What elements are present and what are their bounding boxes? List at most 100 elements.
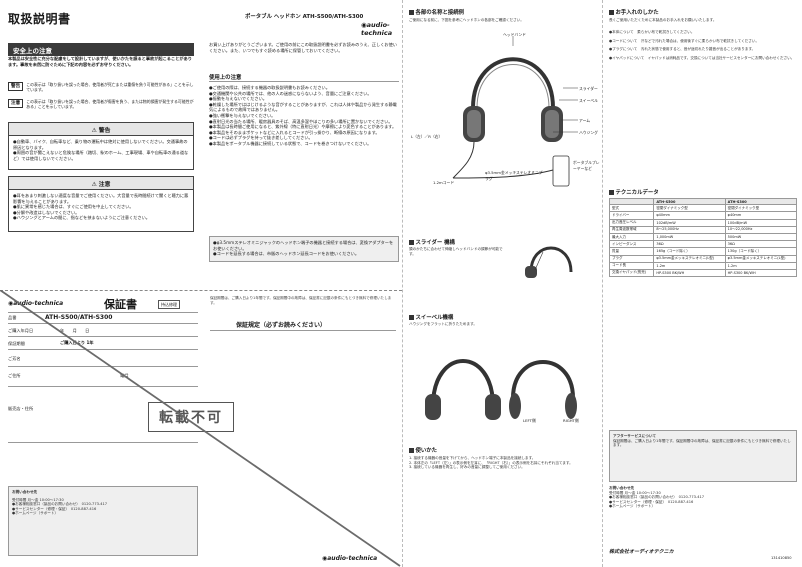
contact-hours: 受付時間 月〜金 10:00〜17:30 — [609, 490, 661, 495]
divider — [8, 312, 198, 313]
warranty-contact-title: お問い合わせ先 — [12, 490, 38, 494]
contact-block: お問い合わせ先 受付時間 月〜金 10:00〜17:30 ●お客様相談窓口（製品… — [609, 486, 797, 509]
shop-label: 販売店・住所 — [8, 406, 34, 411]
divider — [8, 336, 198, 337]
legend-warning-text: この表示は「取り扱いを誤った場合、使用者が死亡または重傷を負う可能性がある」こと… — [26, 82, 194, 92]
usage-item: ●本製品をそのままポケットなどに入れるとコードが引っ掛かり、断線の原因になります… — [209, 129, 380, 135]
warranty-title: 保証書 — [104, 298, 137, 311]
legend-warning: 警告 この表示は「取り扱いを誤った場合、使用者が死亡または重傷を負う可能性がある… — [8, 82, 194, 92]
parts-title: 各部の名称と接続例 — [409, 8, 464, 16]
usage-item: ●本製品は長時間ご使用になると、紫外線（特に直射日光）や摩擦により変色することが… — [209, 124, 397, 130]
howto-step: 1. 接続する機器の音量を下げてから、ヘッドホン端子に本製品を接続します。 — [409, 456, 536, 460]
divider — [8, 442, 198, 443]
safety-band: 安全上の注意 — [8, 43, 194, 56]
spec-key: 型式 — [608, 204, 655, 213]
spec-value: 8〜25,000Hz — [653, 225, 726, 234]
address-label: ご住所 — [8, 373, 21, 378]
housing-label: ハウジング — [579, 130, 598, 135]
date-value: 年 月 日 — [60, 328, 90, 333]
spec-key: コード長 — [608, 261, 655, 270]
usage-item: ●振動を与えないでください。 — [209, 96, 267, 102]
column-2: ポータブル ヘッドホン ATH-S500/ATH-S300 ◉audio-tec… — [201, 0, 402, 567]
column-4: お手入れのしかた 長くご使用いただくために本製品のお手入れをお願いいたします。 … — [602, 0, 802, 567]
spec-row: 型式密閉ダイナミック型密閉ダイナミック型 — [608, 204, 798, 213]
warranty-contact-line: ●サービスセンター（修理・保証） 0120-887-416 — [12, 506, 97, 511]
right-side-label: RIGHT側 — [563, 418, 579, 423]
care-item: ●本体について 柔らかい布で乾拭きしてください。 — [609, 30, 695, 34]
spec-value: φ40mm — [724, 211, 798, 220]
caution-item: ●分解や改造はしないでください。 — [13, 209, 80, 215]
model-label: 品番 — [8, 315, 17, 320]
divider — [8, 323, 198, 324]
spec-key: 質量 — [608, 247, 655, 256]
headband-shape — [471, 57, 555, 109]
product-name: ポータブル ヘッドホン ATH-S500/ATH-S300 — [245, 14, 364, 20]
usage-item: ●コードは必ずプラグを持って抜き差ししてください。 — [209, 135, 313, 141]
caution-item: ●耳をあまり刺激しない適度な音量でご使用ください。大音量で長時間続けて聞くと聴力… — [13, 193, 189, 204]
care-item: ●イヤパッドについて イヤパッドは消耗品です。交換については当社サービスセンター… — [609, 55, 795, 60]
howto-title: 使いかた — [409, 446, 437, 454]
divider — [8, 386, 198, 387]
usage-list: ●ご使用の際は、接続する機器の取扱説明書もお読みください。 ●交通機関や公共の場… — [209, 85, 399, 147]
spec-value: HP-S500 BK/WH — [653, 268, 726, 278]
slider-label: スライダー — [579, 86, 598, 91]
spec-key: 再生周波数帯域 — [608, 225, 655, 234]
name-label: ご芳名 — [8, 356, 21, 361]
cord-label: 1.2mコード — [433, 180, 455, 185]
doc-code: 131410850 — [771, 556, 792, 560]
headband-label: ヘッドバンド — [503, 32, 526, 37]
warranty-contact-hours: 受付時間 月〜金 10:00〜17:30 — [12, 497, 64, 502]
divider — [8, 349, 198, 350]
divider — [209, 81, 399, 82]
spec-key: 出力音圧レベル — [608, 218, 655, 227]
slider-mech-text: 頭のかたちに合わせて伸縮しヘッドバンドの調節が可能です。 — [409, 247, 503, 256]
warranty-brand: ◉audio-technica — [8, 300, 64, 307]
slider-mech-title: スライダー 機構 — [409, 238, 455, 246]
headphone-diagram — [452, 36, 578, 187]
spec-title: テクニカルデータ — [609, 188, 659, 196]
spec-table: ATH-S500 ATH-S300 型式密閉ダイナミック型密閉ダイナミック型ドラ… — [608, 197, 798, 278]
player-shape — [552, 155, 570, 187]
warning-badge: 警告 — [8, 82, 24, 91]
spec-value: 100dB/mW — [724, 218, 798, 227]
note-item: ●コードを延長する場合は、市販のヘッドホン延長コードをお使いください。 — [213, 251, 360, 257]
greeting: お買い上げありがとうございます。ご使用の前にこの取扱説明書を必ずお読みのうえ、正… — [209, 42, 397, 53]
no-reprint-stamp: 転載不可 — [148, 402, 234, 432]
arm-label: アーム — [579, 118, 591, 123]
spec-key: プラグ — [608, 254, 655, 263]
spec-value: 36Ω — [653, 240, 726, 249]
contact-line: ●サービスセンター（修理・保証） 0120-887-416 — [609, 499, 694, 504]
regulation-title: 保証規定（必ずお読みください） — [236, 322, 327, 329]
caution-item: ●ハウジングとアームの間に、指などを挟まないようにご注意ください。 — [13, 215, 150, 221]
warranty-footer-brand: ◉audio-technica — [322, 555, 378, 562]
spec-value: 102dB/mW — [653, 218, 726, 227]
usage-item: ●乾燥した場所でははじけるような音がすることがありますが、これは人体や製品から発… — [209, 101, 397, 113]
left-side-label: LEFT側 — [523, 418, 536, 423]
howto-step: 2. 本体左の「LEFT（左）」の表示側を左耳に、「RIGHT（右）」の表示側を… — [409, 460, 573, 465]
column-3: 各部の名称と接続例 ご使用になる前に、下図を参考にヘッドホンの各部をご確認くださ… — [402, 0, 602, 567]
spec-value: 密閉ダイナミック型 — [724, 204, 798, 213]
usage-item: ●直射日光の当たる場所、暖房器具のそば、高温多湿やほこりの多い場所に置かないでく… — [209, 118, 393, 124]
safety-intro: 本製品は安全性に充分な配慮をして設計していますが、使いかたを誤ると事故が起こるこ… — [8, 56, 192, 67]
spec-key: インピーダンス — [608, 240, 655, 249]
contact-title: お問い合わせ先 — [609, 486, 635, 490]
column-1: 取扱説明書 安全上の注意 本製品は安全性に充分な配慮をして設計していますが、使い… — [0, 0, 201, 567]
howto-list: 1. 接続する機器の音量を下げてから、ヘッドホン端子に本製品を接続します。 2.… — [409, 456, 597, 470]
swivel-mech-text: ハウジングをフラットに折りたためます。 — [409, 322, 477, 326]
after-service-box: アフターサービスについて 保証期間は、ご購入日より1年間です。保証期間中の故障は… — [609, 430, 797, 482]
howto-step: 3. 接続している機器を再生し、好みの音量に調整してご使用ください。 — [409, 465, 525, 470]
caution-box: ⚠ 注意 ●耳をあまり刺激しない適度な音量でご使用ください。大音量で長時間続けて… — [8, 176, 194, 232]
swivel-mech-title: スイーベル機構 — [409, 313, 453, 321]
spec-value: 500mW — [724, 232, 798, 242]
plug-label: φ3.5mm金メッキステレオミニプラグ — [485, 170, 543, 181]
care-item: ●プラグについて 汚れた状態で使用すると、音が途切れたり雑音が出ることがあります… — [609, 47, 756, 52]
manual-title: 取扱説明書 — [8, 12, 71, 26]
spec-key: ドライバー — [608, 211, 655, 220]
usage-item: ●本製品をポータブル機器に接続している状態で、コードを巻きつけないでください。 — [209, 140, 372, 146]
